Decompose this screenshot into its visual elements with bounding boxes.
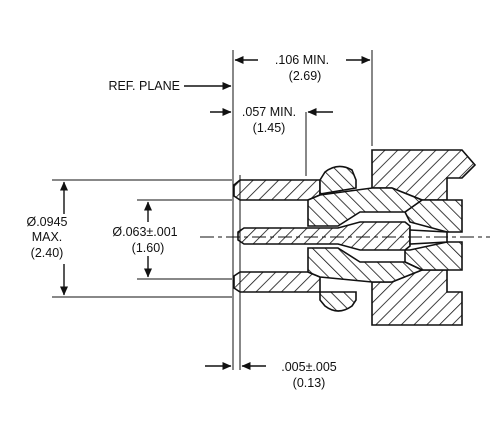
center-pin xyxy=(237,221,411,251)
ref-plane-label: REF. PLANE xyxy=(108,79,180,93)
outer-diameter-inch: Ø.0945 xyxy=(26,215,67,229)
recess-mm: (0.13) xyxy=(293,376,326,390)
outer-sleeve-lower xyxy=(233,271,321,293)
outer-diameter-mm: (2.40) xyxy=(31,246,64,260)
outer-diameter-max: MAX. xyxy=(32,230,63,244)
dimension-labels: .106 MIN. (2.69) REF. PLANE .057 MIN. (1… xyxy=(26,53,336,390)
recess-inch: .005±.005 xyxy=(281,360,337,374)
dimension-lines xyxy=(60,56,371,370)
inner-diameter-inch: Ø.063±.001 xyxy=(112,225,177,239)
dielectric-lower xyxy=(307,247,425,283)
inner-diameter-mm: (1.60) xyxy=(132,241,165,255)
pin-depth-inch: .057 MIN. xyxy=(242,105,296,119)
dielectric-upper xyxy=(307,187,424,227)
outer-sleeve-upper xyxy=(233,179,321,201)
retaining-ring-lower xyxy=(319,291,357,312)
extension-lines xyxy=(52,50,373,370)
pin-depth-mm: (1.45) xyxy=(253,121,286,135)
overall-length-mm: (2.69) xyxy=(289,69,322,83)
connector-body xyxy=(233,149,477,326)
overall-length-inch: .106 MIN. xyxy=(275,53,329,67)
retaining-ring-upper xyxy=(319,165,357,195)
